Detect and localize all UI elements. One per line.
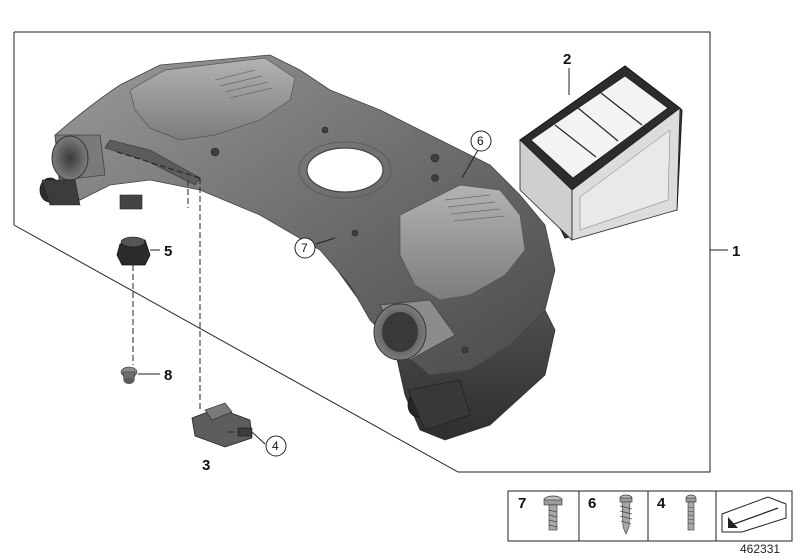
callout-7: 7 — [301, 241, 308, 255]
legend-label-4: 4 — [657, 495, 666, 512]
pan-head-screw-icon — [543, 495, 563, 531]
callout-1: 1 — [732, 243, 740, 260]
diagram-id: 462331 — [740, 542, 780, 556]
right-outlet-pipe — [373, 299, 471, 431]
callout-2: 2 — [563, 51, 571, 68]
callout-3: 3 — [202, 457, 210, 474]
assembly-frame — [13, 31, 711, 473]
rubber-grommet — [116, 236, 151, 266]
callout-8: 8 — [164, 367, 172, 384]
assembly-lines — [116, 151, 240, 433]
callout-4-circle: 4 — [265, 435, 287, 457]
torx-screw-icon — [685, 494, 697, 531]
callout-6: 6 — [477, 134, 484, 148]
callout-4: 4 — [272, 439, 279, 453]
fastener-legend: 7 6 4 — [507, 490, 793, 542]
callout-5: 5 — [164, 243, 172, 260]
legend-label-6: 6 — [588, 495, 596, 512]
legend-label-7: 7 — [518, 495, 526, 512]
rubber-mount — [120, 366, 138, 384]
arrow-icon — [721, 496, 787, 533]
throttle-opening — [306, 147, 384, 193]
air-intake-silencer-housing — [39, 54, 556, 441]
left-inlet-pipe — [39, 134, 106, 206]
leader-lines — [138, 68, 728, 445]
air-mass-sensor — [191, 402, 253, 448]
callout-7-circle: 7 — [294, 237, 316, 259]
self-tapping-screw-icon — [619, 494, 633, 535]
air-filter-element — [519, 65, 683, 241]
callout-6-circle: 6 — [470, 130, 492, 152]
